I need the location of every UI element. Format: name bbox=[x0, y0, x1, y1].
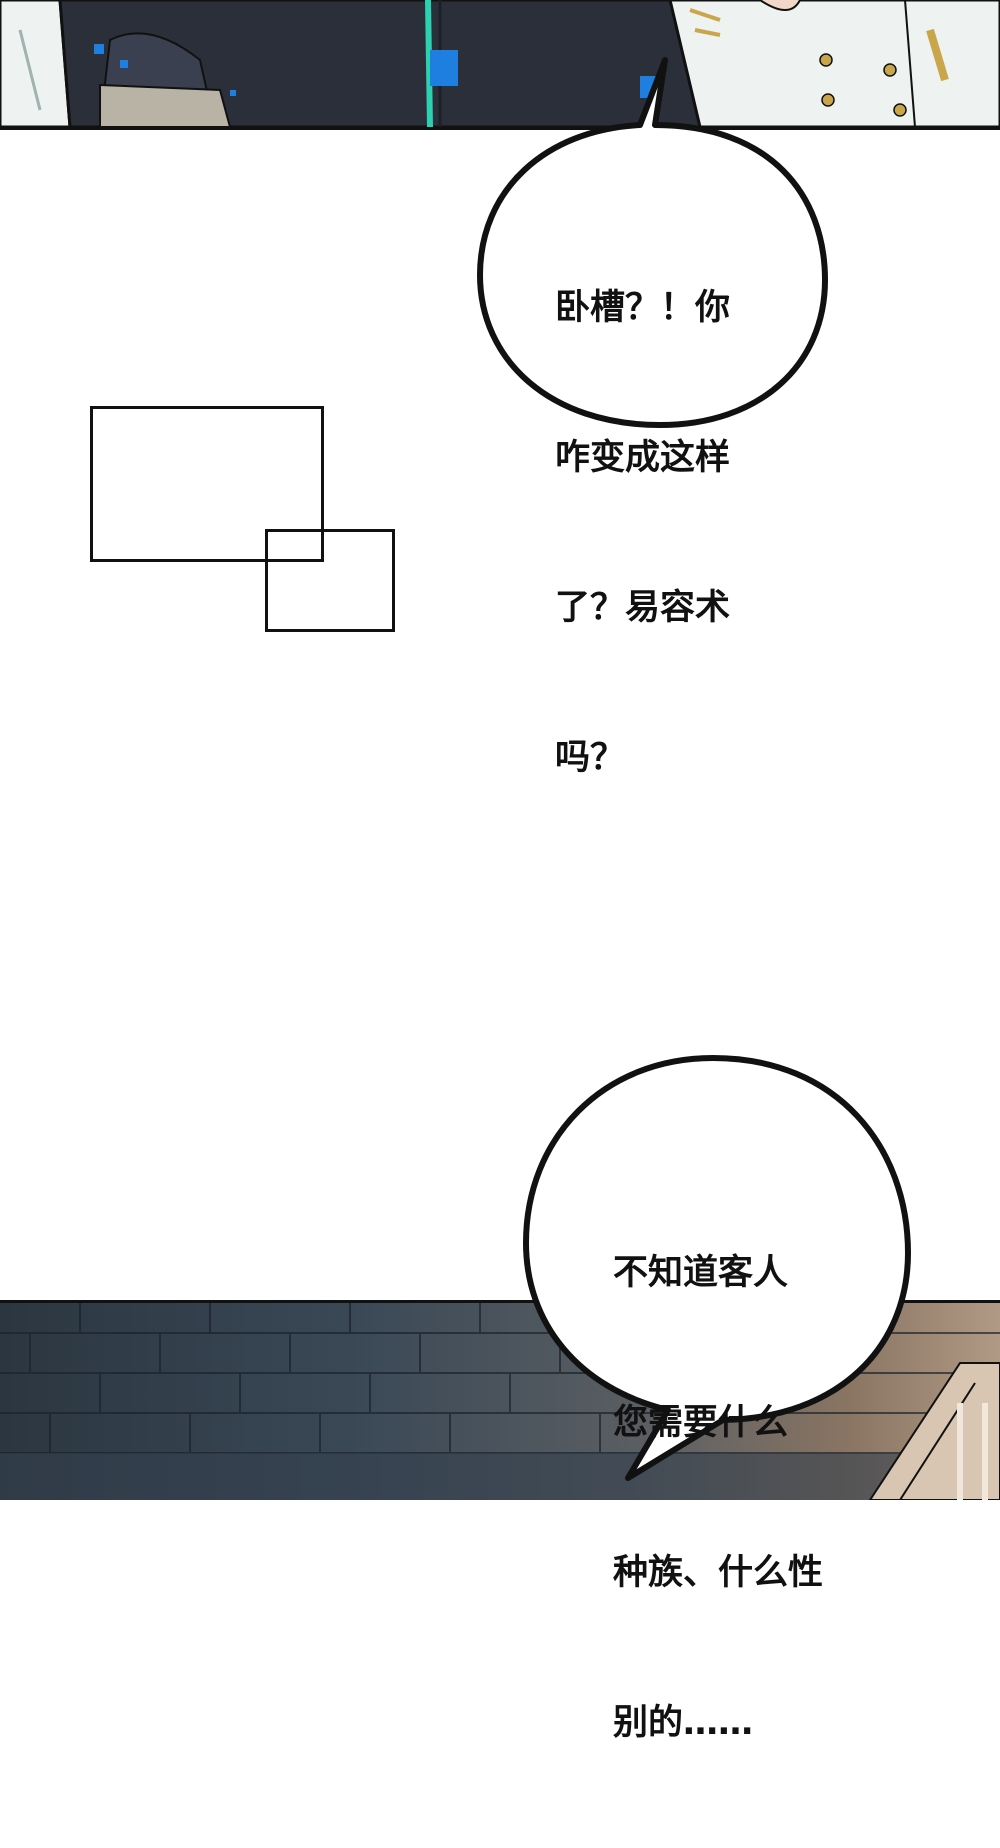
empty-panel-box-small bbox=[265, 529, 395, 632]
speech-bubble-bottom-text: 不知道客人 您需要什么 种族、什么性 别的…… bbox=[613, 1148, 823, 1848]
top-panel-illustration bbox=[0, 0, 1000, 130]
dialogue-line: 您需要什么 bbox=[613, 1403, 789, 1443]
character-torsos-art bbox=[0, 0, 1000, 127]
dialogue-line: 咋变成这样 bbox=[555, 438, 731, 478]
dialogue-line: 不知道客人 bbox=[613, 1253, 789, 1293]
dialogue-line: 卧槽？！你 bbox=[555, 288, 731, 328]
speech-bubble-bottom: 不知道客人 您需要什么 种族、什么性 别的…… bbox=[518, 1048, 918, 1743]
speech-bubble-top-text: 卧槽？！你 咋变成这样 了？易容术 吗？ bbox=[555, 183, 730, 883]
dialogue-line: 种族、什么性 bbox=[613, 1553, 824, 1593]
stone-wall-art bbox=[0, 1303, 1000, 1500]
speech-bubble-outline bbox=[523, 1055, 911, 1481]
dialogue-line: 了？易容术 bbox=[555, 588, 731, 628]
speech-bubble-outline bbox=[477, 57, 828, 428]
dialogue-line: 吗？ bbox=[555, 738, 626, 778]
speech-bubble-top: 卧槽？！你 咋变成这样 了？易容术 吗？ bbox=[470, 55, 840, 778]
empty-panel-box-large bbox=[90, 406, 324, 562]
dialogue-line: 别的…… bbox=[613, 1703, 754, 1743]
